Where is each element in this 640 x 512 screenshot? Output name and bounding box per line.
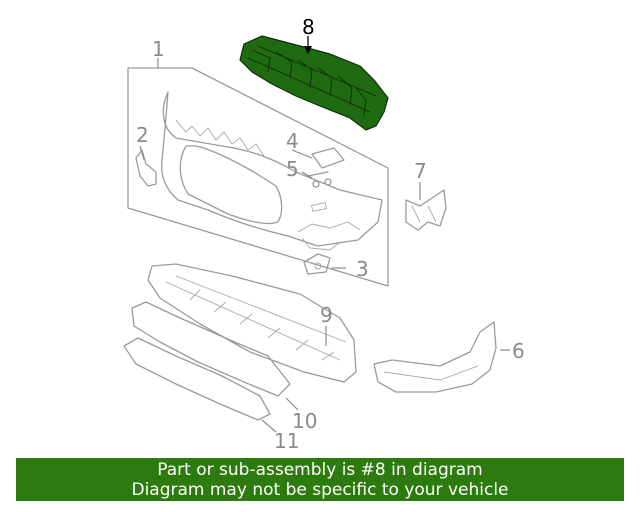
part-8-highlighted[interactable]	[239, 35, 389, 131]
part-3-bracket	[303, 253, 331, 275]
part-2-bracket	[135, 149, 157, 187]
part-4-plate	[311, 147, 345, 169]
callout-4: 4	[286, 129, 299, 153]
callout-3: 3	[356, 257, 369, 281]
callout-10: 10	[292, 409, 317, 433]
callout-11: 11	[274, 429, 299, 453]
part-7-bracket	[405, 189, 447, 231]
part-9-undertray	[147, 263, 357, 383]
callout-5: 5	[286, 157, 299, 181]
part-6-trim	[373, 321, 497, 393]
callout-9: 9	[320, 303, 333, 327]
info-banner: Part or sub-assembly is #8 in diagram Di…	[16, 458, 624, 501]
parts-diagram: 1 2 3 4 5 6 7 8 9 10 11	[123, 15, 525, 453]
banner-line-1: Part or sub-assembly is #8 in diagram	[157, 460, 483, 480]
banner-line-2: Diagram may not be specific to your vehi…	[131, 480, 509, 500]
part-11-strip	[123, 337, 271, 421]
callout-7: 7	[414, 159, 427, 183]
part-10-strip	[131, 301, 291, 397]
callout-1: 1	[152, 37, 165, 61]
callout-8: 8	[302, 15, 315, 39]
bumper-cover-panel	[127, 67, 389, 287]
callout-6: 6	[512, 339, 525, 363]
part-5-clips	[307, 171, 332, 188]
callout-2: 2	[136, 123, 149, 147]
leader-lines	[139, 36, 510, 433]
